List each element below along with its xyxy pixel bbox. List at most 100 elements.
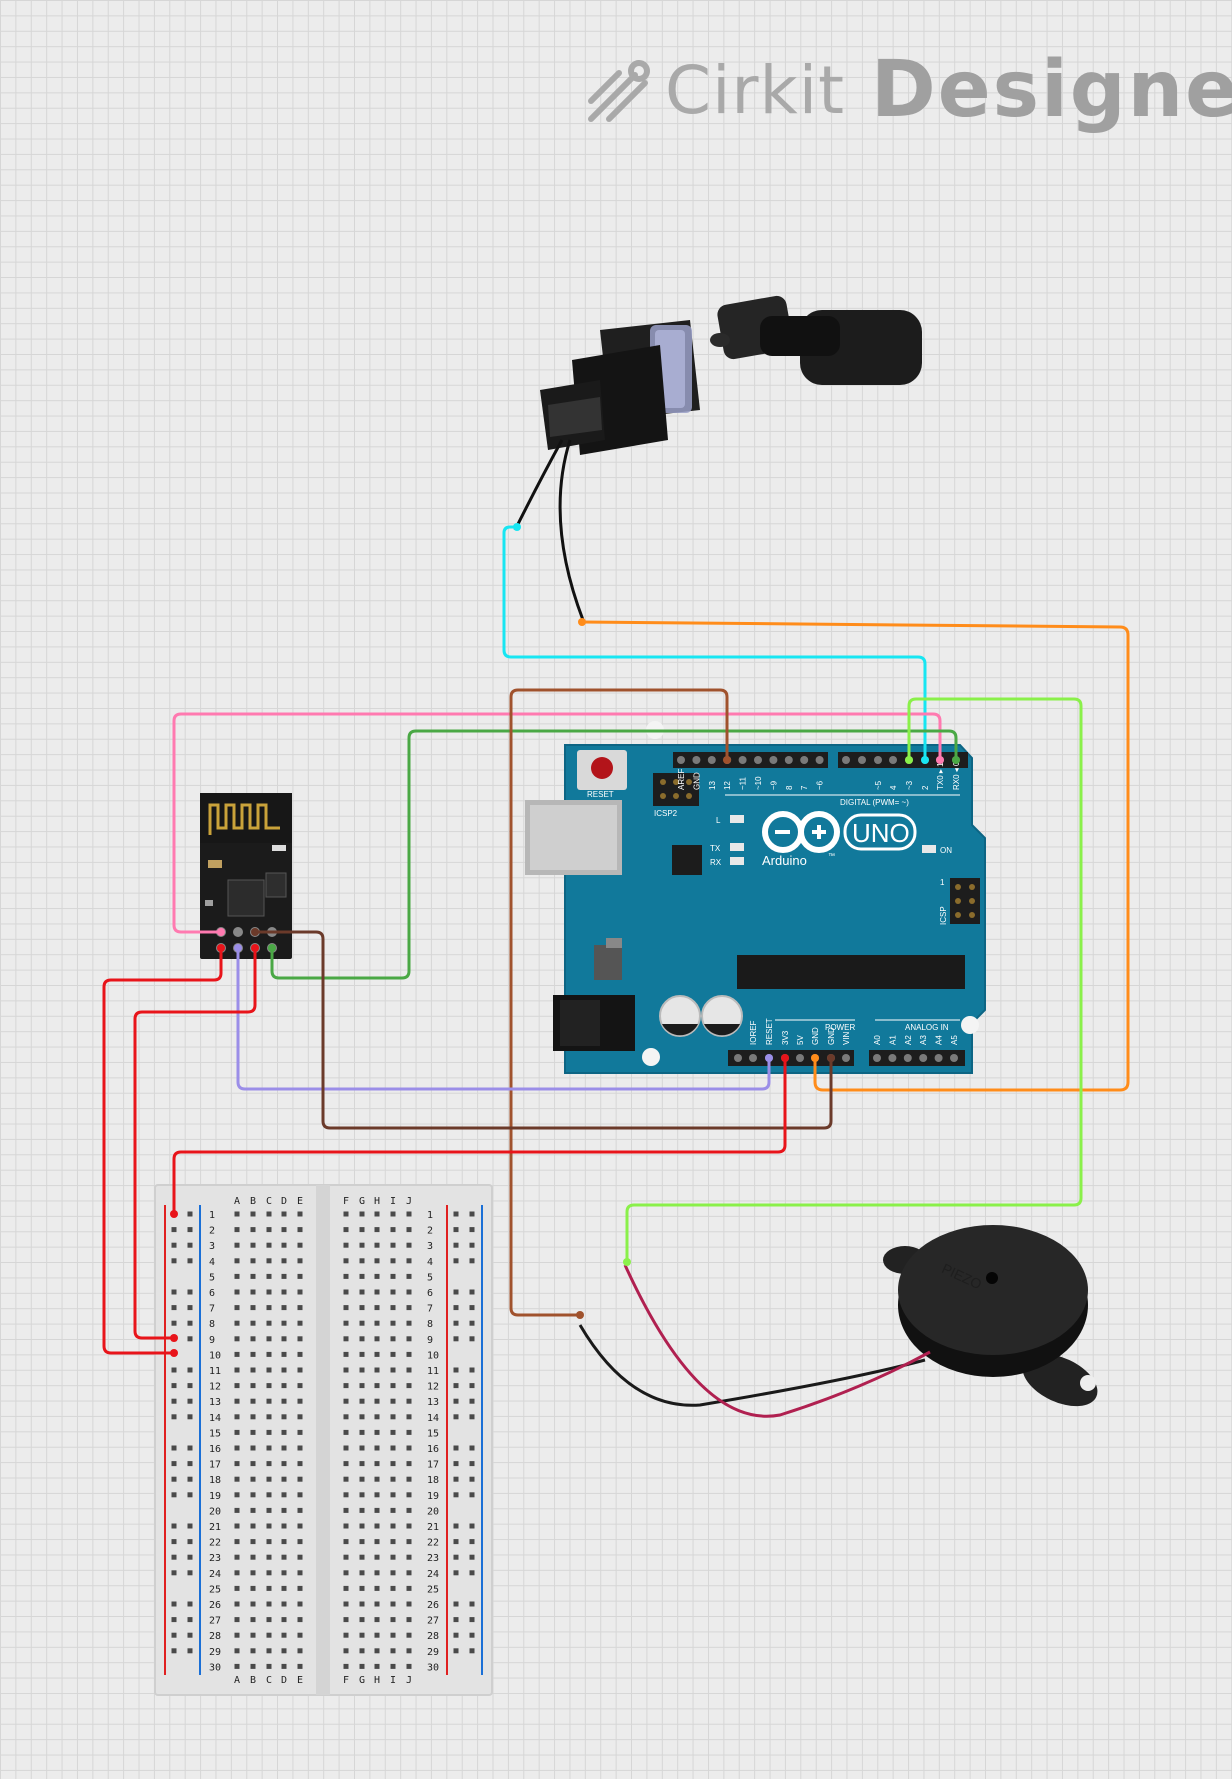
wire-orange xyxy=(581,620,1130,1092)
pin-8[interactable] xyxy=(784,756,793,764)
pin-label: A5 xyxy=(950,1035,959,1045)
svg-text:2: 2 xyxy=(209,1226,215,1237)
pin-label: 13 xyxy=(708,781,717,790)
capacitor xyxy=(701,995,743,1037)
svg-text:1: 1 xyxy=(209,1210,215,1221)
svg-text:J: J xyxy=(406,1196,412,1207)
pin[interactable] xyxy=(858,756,866,764)
pin-label: GND xyxy=(827,1027,836,1045)
svg-text:I: I xyxy=(390,1675,396,1686)
pin-label: A0 xyxy=(873,1035,882,1045)
pin-a0[interactable] xyxy=(873,1054,881,1062)
svg-text:9: 9 xyxy=(209,1335,215,1346)
svg-text:3: 3 xyxy=(427,1241,433,1252)
svg-text:22: 22 xyxy=(209,1538,221,1549)
esp8266-module-icon[interactable] xyxy=(200,793,292,959)
svg-text:6: 6 xyxy=(427,1288,433,1299)
pin[interactable] xyxy=(734,1054,742,1062)
pin-a1[interactable] xyxy=(888,1054,897,1062)
wire-darkbrown xyxy=(255,930,833,1130)
pin-5[interactable] xyxy=(874,756,882,764)
pin-vin[interactable] xyxy=(842,1054,850,1062)
svg-text:19: 19 xyxy=(427,1491,439,1502)
svg-text:29: 29 xyxy=(209,1647,221,1658)
board-name: UNO xyxy=(852,818,910,848)
wire-pink xyxy=(172,712,942,934)
capacitor xyxy=(659,995,701,1037)
pin-11[interactable] xyxy=(738,756,747,764)
svg-text:30: 30 xyxy=(209,1662,221,1673)
pin-label: VIN xyxy=(842,1031,851,1045)
svg-text:25: 25 xyxy=(209,1584,221,1595)
svg-text:A: A xyxy=(234,1675,240,1686)
svg-text:8: 8 xyxy=(209,1319,215,1330)
pin-a4[interactable] xyxy=(934,1054,943,1062)
svg-text:14: 14 xyxy=(209,1413,221,1424)
pin-label: A2 xyxy=(904,1035,913,1045)
arduino-logo-icon xyxy=(762,811,840,853)
pin-6[interactable] xyxy=(815,756,824,764)
pin-7[interactable] xyxy=(800,756,809,764)
svg-text:21: 21 xyxy=(427,1522,439,1533)
pin-10[interactable] xyxy=(754,756,762,764)
pin[interactable] xyxy=(842,756,850,764)
svg-text:28: 28 xyxy=(427,1631,439,1642)
float-switch-icon[interactable] xyxy=(513,294,922,621)
wires[interactable] xyxy=(102,525,1130,1355)
pin-label: IOREF xyxy=(749,1020,758,1045)
pin-5v[interactable] xyxy=(796,1054,804,1062)
svg-text:16: 16 xyxy=(427,1444,439,1455)
svg-text:12: 12 xyxy=(209,1382,221,1393)
svg-text:13: 13 xyxy=(427,1397,439,1408)
svg-text:H: H xyxy=(374,1196,380,1207)
svg-text:23: 23 xyxy=(209,1553,221,1564)
pin-label: AREF xyxy=(677,769,686,790)
pin-aref[interactable] xyxy=(677,756,685,764)
reset-label: RESET xyxy=(587,790,614,799)
pin-9[interactable] xyxy=(769,756,778,764)
svg-text:D: D xyxy=(281,1196,287,1207)
piezo-buzzer-icon[interactable]: PIEZO xyxy=(578,1225,1106,1418)
svg-text:25: 25 xyxy=(427,1584,439,1595)
icsp-label: ICSP xyxy=(939,906,948,925)
pin-label: 4 xyxy=(889,785,898,790)
pin-label: 5V xyxy=(796,1035,805,1045)
logo-designer-text: Designer xyxy=(871,45,1232,135)
svg-text:19: 19 xyxy=(209,1491,221,1502)
power-label: POWER xyxy=(825,1023,855,1032)
svg-text:8: 8 xyxy=(427,1319,433,1330)
svg-text:28: 28 xyxy=(209,1631,221,1642)
svg-text:10: 10 xyxy=(209,1350,221,1361)
svg-text:A: A xyxy=(234,1196,240,1207)
svg-text:29: 29 xyxy=(427,1647,439,1658)
pin-a2[interactable] xyxy=(903,1054,912,1062)
icsp2-label: ICSP2 xyxy=(654,809,678,818)
svg-text:B: B xyxy=(250,1675,256,1686)
led-on-label: ON xyxy=(940,846,952,855)
pin-ioref[interactable] xyxy=(749,1054,757,1062)
svg-text:H: H xyxy=(374,1675,380,1686)
svg-text:15: 15 xyxy=(209,1428,221,1439)
led-rx-label: RX xyxy=(710,858,722,867)
svg-text:16: 16 xyxy=(209,1444,221,1455)
pin-a5[interactable] xyxy=(950,1054,958,1062)
pin-4[interactable] xyxy=(889,756,897,764)
pin-label: A4 xyxy=(935,1035,944,1045)
svg-text:C: C xyxy=(266,1675,272,1686)
icsp-pin1-label: 1 xyxy=(940,878,945,887)
pin-label: 3V3 xyxy=(781,1030,790,1045)
pin-label: ~10 xyxy=(754,776,763,790)
svg-text:30: 30 xyxy=(427,1662,439,1673)
pin-13[interactable] xyxy=(707,756,716,764)
svg-text:B: B xyxy=(250,1196,256,1207)
pin-gnd[interactable] xyxy=(692,756,701,764)
pin-a3[interactable] xyxy=(919,1054,928,1062)
svg-text:I: I xyxy=(390,1196,396,1207)
svg-text:10: 10 xyxy=(427,1350,439,1361)
pin-label: RX0 ◂ 0 xyxy=(952,761,961,790)
pin-label: A1 xyxy=(888,1035,897,1045)
